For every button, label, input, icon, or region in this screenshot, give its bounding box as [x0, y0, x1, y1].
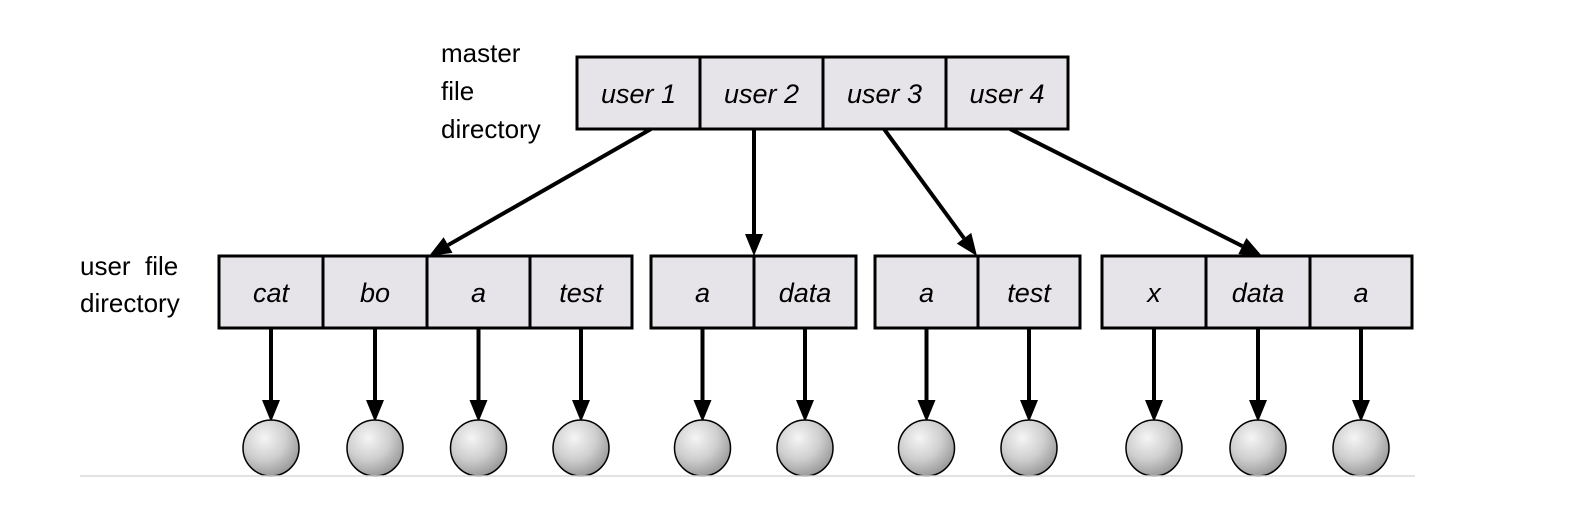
file-arrow	[366, 328, 384, 422]
file-arrow	[469, 328, 488, 422]
user-dir-entry: test	[528, 254, 634, 330]
master-label-line2: file	[441, 76, 474, 106]
file-arrow	[572, 328, 590, 422]
file-node	[776, 419, 834, 477]
user-directory-1: cat bo a test	[217, 254, 634, 330]
user-dir-entry: a	[873, 254, 980, 330]
arrow-user-1	[429, 127, 652, 256]
entry-label: test	[559, 278, 604, 308]
user-dir-entry: test	[976, 254, 1082, 330]
master-label-line1: master	[441, 38, 521, 68]
file-node	[673, 419, 732, 477]
file-node	[346, 419, 404, 477]
user-file-directories: cat bo a test a data a test x data a	[217, 254, 1414, 330]
file-arrow	[693, 328, 712, 422]
master-cell-user-4: user 4	[944, 55, 1070, 131]
file-node	[242, 419, 300, 477]
master-cell-label: user 1	[601, 79, 676, 109]
file-node	[897, 419, 956, 477]
file-node	[1125, 419, 1183, 477]
entry-to-file-arrows	[262, 328, 1370, 422]
entry-label: cat	[253, 278, 291, 308]
user-dir-entry: x	[1100, 254, 1208, 330]
user-dir-entry: data	[752, 254, 858, 330]
file-node	[1332, 419, 1390, 477]
file-arrow	[1145, 328, 1163, 422]
entry-label: a	[695, 278, 710, 308]
file-arrow	[262, 328, 280, 422]
user-dir-entry: cat	[217, 254, 325, 330]
arrow-user-2	[745, 129, 763, 256]
master-cell-user-3: user 3	[821, 55, 948, 131]
user-directory-2: a data	[649, 254, 858, 330]
entry-label: data	[779, 278, 832, 308]
user-dir-entry: a	[649, 254, 756, 330]
entry-label: x	[1145, 278, 1162, 308]
entry-label: a	[919, 278, 934, 308]
arrow-user-3	[882, 127, 977, 256]
master-to-user-arrows	[429, 127, 1262, 256]
file-arrow	[796, 328, 814, 422]
master-label-line3: directory	[441, 114, 541, 144]
entry-label: a	[1353, 278, 1368, 308]
user-dir-entry: a	[1308, 254, 1414, 330]
user-dir-entry: data	[1204, 254, 1312, 330]
master-cell-user-1: user 1	[575, 55, 702, 131]
user-dir-label-line2: directory	[80, 288, 180, 318]
file-arrow	[1020, 328, 1038, 422]
user-directory-4: x data a	[1100, 254, 1414, 330]
user-directory-3: a test	[873, 254, 1082, 330]
master-cell-label: user 2	[724, 79, 799, 109]
file-node	[1000, 419, 1058, 477]
file-node	[552, 419, 610, 477]
entry-label: test	[1007, 278, 1052, 308]
user-dir-label-line1: user file	[80, 251, 178, 281]
file-arrow	[917, 328, 936, 422]
master-cell-user-2: user 2	[698, 55, 825, 131]
entry-label: data	[1232, 278, 1285, 308]
file-arrow	[1352, 328, 1370, 422]
entry-label: a	[471, 278, 486, 308]
user-dir-entry: a	[425, 254, 532, 330]
master-cell-label: user 3	[847, 79, 922, 109]
file-arrow	[1249, 328, 1267, 422]
master-file-directory: user 1 user 2 user 3 user 4	[575, 55, 1070, 131]
arrow-user-4	[1009, 127, 1262, 256]
file-node	[449, 419, 508, 477]
user-dir-entry: bo	[321, 254, 429, 330]
file-nodes	[242, 419, 1390, 477]
entry-label: bo	[360, 278, 390, 308]
file-node	[1229, 419, 1287, 477]
master-cell-label: user 4	[969, 79, 1044, 109]
